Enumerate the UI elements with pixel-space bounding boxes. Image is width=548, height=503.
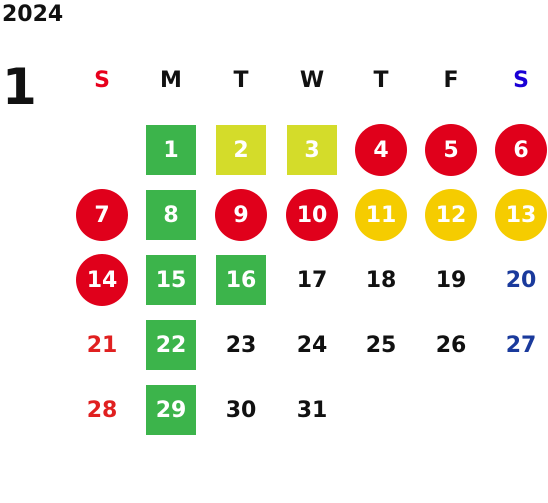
day-cell[interactable]: 1 — [146, 125, 196, 175]
day-cell[interactable]: 31 — [296, 397, 328, 423]
day-cell[interactable]: 25 — [365, 332, 397, 358]
day-cell[interactable]: 24 — [296, 332, 328, 358]
day-cell[interactable]: 3 — [287, 125, 337, 175]
day-cell[interactable]: 8 — [146, 190, 196, 240]
day-cell[interactable]: 7 — [76, 189, 128, 241]
day-cell[interactable]: 16 — [216, 255, 266, 305]
day-cell[interactable]: 22 — [146, 320, 196, 370]
day-cell[interactable]: 4 — [355, 124, 407, 176]
day-cell[interactable]: 14 — [76, 254, 128, 306]
day-cell[interactable]: 23 — [225, 332, 257, 358]
year-label: 2024 — [2, 2, 64, 27]
day-cell[interactable]: 13 — [495, 189, 547, 241]
day-cell[interactable]: 19 — [435, 267, 467, 293]
month-label: 1 — [2, 58, 37, 116]
day-cell[interactable]: 12 — [425, 189, 477, 241]
day-cell[interactable]: 9 — [215, 189, 267, 241]
weekday-header: T — [233, 67, 249, 93]
day-cell[interactable]: 11 — [355, 189, 407, 241]
day-cell[interactable]: 20 — [505, 267, 537, 293]
day-cell[interactable]: 17 — [296, 267, 328, 293]
weekday-header: F — [443, 67, 459, 93]
weekday-header: T — [373, 67, 389, 93]
day-cell[interactable]: 21 — [86, 332, 118, 358]
day-cell[interactable]: 15 — [146, 255, 196, 305]
day-cell[interactable]: 10 — [286, 189, 338, 241]
day-cell[interactable]: 30 — [225, 397, 257, 423]
weekday-header: S — [513, 67, 529, 93]
day-cell[interactable]: 2 — [216, 125, 266, 175]
weekday-header: M — [160, 67, 182, 93]
day-cell[interactable]: 5 — [425, 124, 477, 176]
weekday-header: W — [299, 67, 325, 93]
day-cell[interactable]: 6 — [495, 124, 547, 176]
day-cell[interactable]: 28 — [86, 397, 118, 423]
weekday-header: S — [94, 67, 110, 93]
day-cell[interactable]: 27 — [505, 332, 537, 358]
day-cell[interactable]: 18 — [365, 267, 397, 293]
day-cell[interactable]: 29 — [146, 385, 196, 435]
day-cell[interactable]: 26 — [435, 332, 467, 358]
